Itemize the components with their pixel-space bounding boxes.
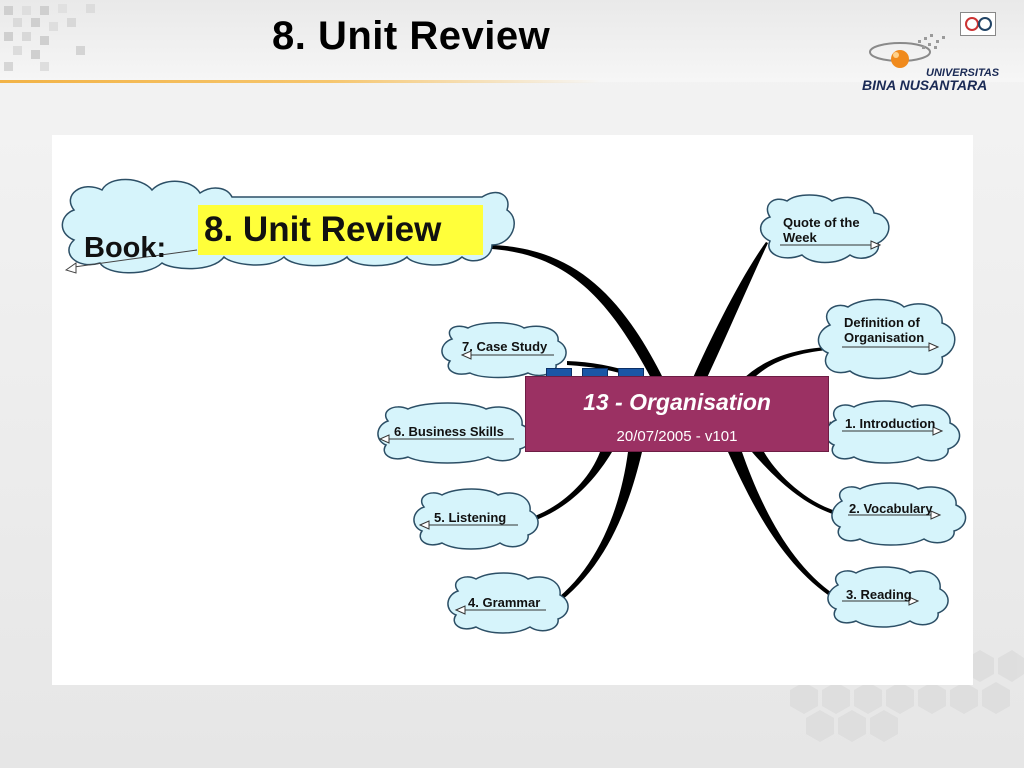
cloud-grammar: [447, 572, 569, 634]
logo-text-bina-nusantara: BINA NUSANTARA: [862, 77, 988, 93]
cloud-listening: [413, 488, 539, 550]
node-definition-of-organisation: Definition of Organisation: [844, 315, 925, 345]
cloud-case-study: [441, 322, 567, 379]
university-logo: UNIVERSITAS BINA NUSANTARA: [858, 10, 1008, 95]
cloud-quote: [759, 194, 890, 264]
header-band: [0, 0, 1024, 82]
book-label: Book:: [84, 232, 167, 264]
cloud-introduction: [825, 400, 961, 464]
checker-decoration: [0, 0, 110, 80]
node-listening: 5. Listening: [434, 510, 507, 525]
cloud-reading: [827, 566, 949, 628]
branch-listening: [520, 452, 612, 525]
central-topic-title: 13 - Organisation: [583, 389, 771, 415]
node-case-study: 7. Case Study: [462, 339, 548, 354]
central-topic: 13 - Organisation 20/07/2005 - v101: [525, 376, 829, 452]
node-introduction: 1. Introduction: [845, 416, 936, 431]
mindmap-branches: [492, 242, 836, 611]
node-reading: 3. Reading: [846, 587, 912, 602]
node-quote-of-the-week: Quote of the Week: [783, 215, 860, 245]
book-title-highlight: 8. Unit Review: [198, 205, 483, 255]
cloud-business-skills: [377, 402, 533, 464]
branch-book: [492, 245, 664, 380]
mindmap-panel: Book: 8. Unit Review 13 - Organisation 2…: [52, 135, 973, 685]
node-business-skills: 6. Business Skills: [394, 424, 504, 439]
logo-mark-icon: [869, 34, 945, 68]
slide-title: 8. Unit Review: [272, 14, 551, 58]
title-underline: [0, 80, 600, 83]
badge-icon: [960, 12, 996, 36]
hexagon-decoration: [790, 650, 1024, 742]
node-grammar: 4. Grammar: [468, 595, 541, 610]
cloud-definition: [817, 298, 956, 380]
branch-reading: [728, 452, 835, 599]
branch-grammar: [546, 452, 642, 611]
logo-text-universitas: UNIVERSITAS: [926, 67, 1000, 79]
cloud-vocabulary: [831, 482, 967, 546]
branch-quote: [692, 242, 768, 380]
branch-vocabulary: [752, 452, 836, 515]
central-topic-subtitle: 20/07/2005 - v101: [616, 428, 738, 445]
node-vocabulary: 2. Vocabulary: [849, 501, 933, 516]
